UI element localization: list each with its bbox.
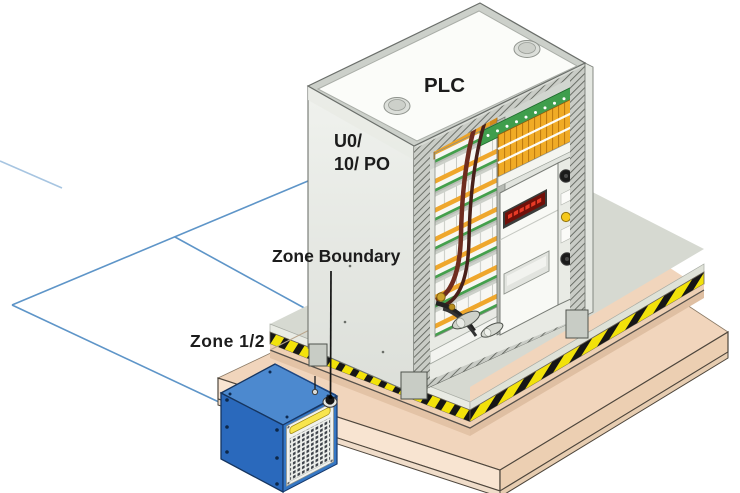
roof-cap-icon	[383, 97, 411, 115]
terminal-base-row	[497, 135, 570, 188]
cabinet-foot	[308, 343, 328, 367]
knob-center	[564, 174, 568, 178]
cabinet-roof	[306, 2, 587, 147]
display	[505, 192, 545, 225]
cabinet-marking-line2: 10/ PO	[334, 154, 390, 174]
zone-line-lower	[11, 304, 222, 404]
upper-slab-front-edge	[269, 289, 705, 429]
zone-line-upper	[11, 180, 309, 306]
cabinet-foot	[565, 309, 589, 339]
device-front-face	[282, 396, 338, 493]
pointer-line	[329, 270, 332, 398]
wall-rivet	[343, 320, 347, 324]
cabinet-interior	[430, 78, 570, 380]
zone-boundary-pointer	[328, 270, 333, 399]
cabinet-right-skin	[584, 62, 594, 317]
hatch-left	[414, 146, 430, 394]
plc-label: PLC	[424, 74, 465, 97]
sensor-stub-head	[311, 388, 319, 396]
lower-slab-base-right	[499, 351, 729, 493]
zone-boundary-lines	[0, 160, 309, 404]
cable-gland-large	[451, 310, 481, 330]
controller-front	[499, 162, 559, 336]
brass-fitting	[436, 292, 446, 302]
labels: PLC U0/ 10/ PO Zone Boundary Zone 1/2	[190, 74, 465, 351]
knob-center	[565, 257, 569, 261]
roof-cap-icon	[513, 40, 541, 58]
zone-designation-label: Zone 1/2	[190, 331, 265, 351]
hatch-right	[568, 67, 585, 323]
display-digits	[508, 197, 542, 219]
purge-device	[219, 363, 339, 493]
green-strip-contacts	[486, 97, 566, 137]
warning-strip	[289, 407, 331, 434]
margin-right	[470, 284, 704, 428]
controller-seam	[499, 209, 559, 241]
control-cabinet	[306, 2, 594, 400]
upper-slab-side-right	[470, 290, 704, 436]
upper-slab-side-left	[270, 350, 470, 436]
cable-black	[435, 300, 476, 333]
vent-grille	[289, 417, 331, 482]
pointer-dot	[328, 395, 333, 399]
controller-slot-inner	[507, 256, 546, 286]
roof-surface	[316, 10, 579, 142]
brass-fitting	[448, 303, 456, 311]
cabinet-feet	[308, 309, 589, 400]
cabinet-left-wall-top-band	[308, 86, 414, 160]
side-label	[560, 188, 570, 206]
zone-line-faded	[0, 160, 63, 189]
cabinet-marking-line1: U0/	[334, 131, 362, 151]
device-side-screws	[225, 398, 279, 486]
wall-rivet	[381, 350, 385, 354]
terminal-separator	[497, 121, 570, 164]
hatch-top	[416, 65, 586, 162]
terminal-separator	[497, 107, 570, 150]
zone-line-branch	[174, 236, 309, 311]
wall-rivet	[348, 264, 352, 268]
cabinet-foot	[400, 371, 428, 400]
cable-gland-small	[480, 322, 504, 338]
controller-unit	[499, 154, 570, 336]
zone-boundary-label: Zone Boundary	[272, 246, 401, 266]
device-top-ridge	[274, 363, 337, 396]
indicator-lamp-icon	[560, 211, 570, 223]
device-cable-gland-icon	[322, 395, 338, 408]
side-label	[560, 224, 570, 244]
